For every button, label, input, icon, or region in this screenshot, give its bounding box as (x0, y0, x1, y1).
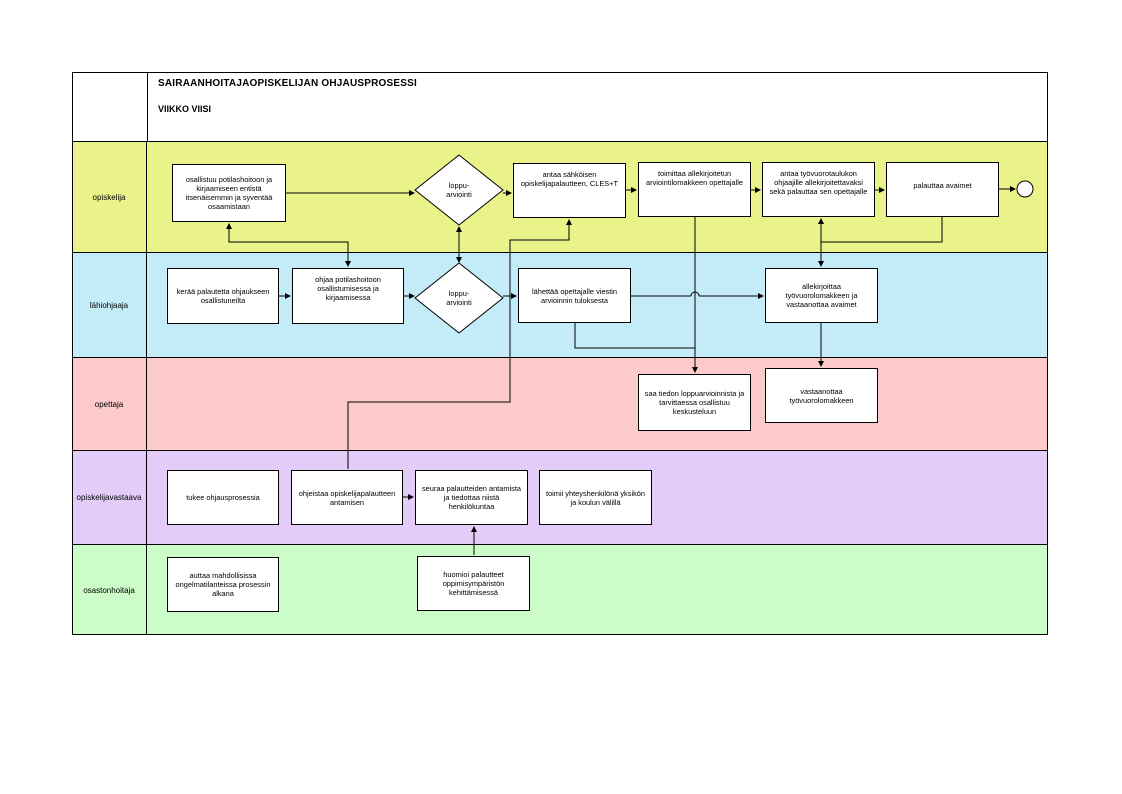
node-osallistuu: osallistuu potilashoitoon ja kirjaamisee… (172, 164, 286, 222)
node-vastaanottaa: vastaanottaa työvuorolomakkeen (765, 368, 878, 423)
lane-label-opettaja: opettaja (72, 358, 147, 450)
lane-opettaja: opettaja (72, 357, 1048, 450)
node-antaa-tyovuoro: antaa työvuorotaulukon ohjaajille alleki… (762, 162, 875, 217)
decision-label-lahiohjaaja: loppu- arviointi (446, 289, 472, 307)
node-lahettaa: lähettää opettajalle viestin arvioinnin … (518, 268, 631, 323)
decision-diamond-opiskelija (414, 154, 504, 226)
diagram-title: SAIRAANHOITAJAOPISKELIJAN OHJAUSPROSESSI (158, 78, 417, 89)
decision-diamond-lahiohjaaja (414, 262, 504, 334)
diagram-subtitle: VIIKKO VIISI (158, 104, 212, 114)
node-seuraa: seuraa palautteiden antamista ja tiedott… (415, 470, 528, 525)
lane-label-opiskelija: opiskelija (72, 142, 147, 252)
header-divider (147, 72, 148, 141)
node-auttaa: auttaa mahdollisissa ongelmatilanteissa … (167, 557, 279, 612)
diagram-frame (72, 72, 1048, 635)
node-ohjeistaa: ohjeistaa opiskelijapalautteen antamisen (291, 470, 403, 525)
node-ohjaa: ohjaa potilashoitoon osallistumisessa ja… (292, 268, 404, 324)
node-allekirjoittaa: allekirjoittaa työvuorolomakkeen ja vast… (765, 268, 878, 323)
lane-label-osastonhoitaja: osastonhoitaja (72, 545, 147, 635)
node-toimittaa: toimittaa allekirjoitetun arviointilomak… (638, 162, 751, 217)
node-toimii: toimii yhteyshenkilönä yksikön ja koulun… (539, 470, 652, 525)
decision-label-opiskelija: loppu- arviointi (446, 181, 472, 199)
lane-label-lahiohjaaja: lähiohjaaja (72, 253, 147, 357)
lane-label-opiskelijavastaava: opiskelijavastaava (72, 451, 147, 544)
node-saa-tiedon: saa tiedon loppuarvioinnista ja tarvitta… (638, 374, 751, 431)
node-huomioi: huomioi palautteet oppimisympäristön keh… (417, 556, 530, 611)
node-antaa-sahkoisen: antaa sähköisen opiskelijapalautteen, CL… (513, 163, 626, 218)
end-event-circle (1016, 180, 1034, 198)
node-keraa: kerää palautetta ohjaukseen osallistunei… (167, 268, 279, 324)
node-palauttaa: palauttaa avaimet (886, 162, 999, 217)
node-tukee: tukee ohjausprosessia (167, 470, 279, 525)
